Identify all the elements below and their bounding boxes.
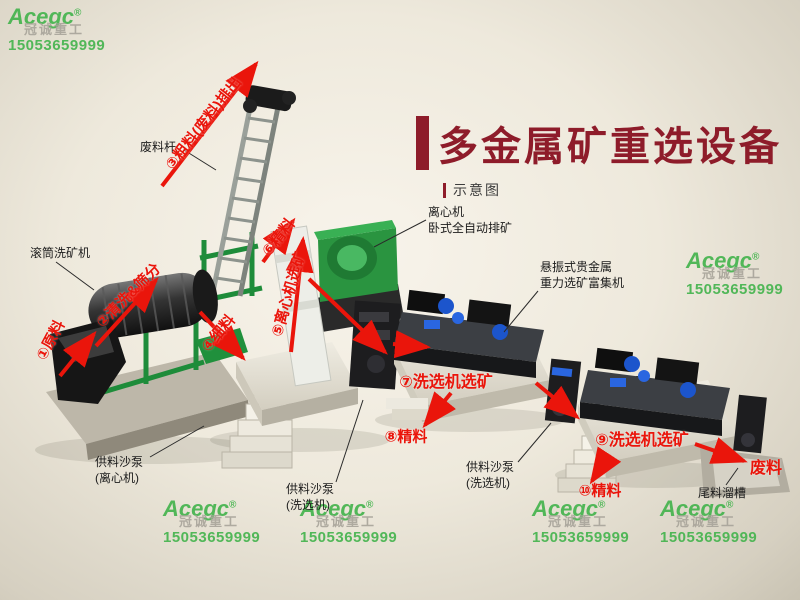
flow-label-10-concentrate: ⑩精料 (578, 482, 622, 500)
subtitle-accent-bar (443, 182, 446, 198)
arrow-coarse-discharge (160, 60, 259, 188)
label-pump-centrifuge-line1: 供料沙泵 (95, 455, 144, 469)
acegc-logo: Acegc® (532, 496, 606, 521)
phone-number: 15053659999 (660, 529, 758, 546)
label-centrifuge: 离心机 卧式全自动排矿 (428, 205, 512, 236)
arrow-raw-feed (58, 330, 97, 378)
phone-number: 15053659999 (300, 529, 398, 546)
company-name: 冠诚重工 (702, 266, 763, 281)
label-pump-washer2: 供料沙泵 (洗选机) (466, 460, 514, 491)
company-name: 冠诚重工 (179, 514, 240, 529)
subtitle-block: 示意图 (443, 180, 501, 200)
feed-elevator (195, 85, 296, 306)
company-name: 冠诚重工 (316, 514, 377, 529)
label-shaker-line1: 悬振式贵金属 (540, 260, 613, 274)
arrow-to-shaker2 (534, 381, 581, 420)
acegc-logo: Acegc® (300, 496, 374, 521)
flow-label-7-washer-beneficiation: ⑦洗选机选矿 (399, 374, 493, 391)
label-pump-washer1: 供料沙泵 (洗选机) (286, 482, 334, 513)
label-tailings-chute: 尾料溜槽 (698, 486, 747, 500)
arrow-fine-material (198, 310, 246, 361)
label-pump-washer2-line2: (洗选机) (466, 475, 510, 490)
acegc-logo: Acegc® (8, 4, 82, 29)
acegc-logo: Acegc® (686, 248, 760, 273)
arrow-waste-out (694, 437, 748, 464)
label-pump-centrifuge: 供料沙泵 (离心机) (95, 455, 143, 486)
arrow-to-shaker1 (392, 330, 431, 359)
label-shaker-concentrator: 悬振式贵金属 重力选矿富集机 (540, 260, 624, 291)
company-name: 冠诚重工 (676, 514, 737, 529)
phone-number: 15053659999 (532, 529, 630, 546)
phone-number: 15053659999 (686, 281, 784, 298)
arrow-centrifuge-up (285, 236, 314, 353)
label-pump-washer2-line1: 供料沙泵 (466, 460, 515, 474)
arrow-concentrate-6 (261, 217, 296, 264)
watermark-bottom-1: Acegc® 冠诚重工 15053659999 (163, 496, 261, 546)
page-title: 多金属矿重选设备 (438, 125, 782, 169)
label-pump-centrifuge-line2: (离心机) (95, 470, 139, 485)
label-pump-washer1-line1: 供料沙泵 (286, 482, 335, 496)
arrow-to-pump (307, 277, 388, 355)
label-pointer-lines (55, 149, 739, 486)
watermark-bottom-2: Acegc® 冠诚重工 15053659999 (300, 496, 398, 546)
phone-number: 15053659999 (8, 37, 106, 54)
title-block: 多金属矿重选设备 (416, 114, 782, 172)
label-shaker-line2: 重力选矿富集机 (540, 275, 625, 290)
label-centrifuge-line1: 离心机 (428, 205, 465, 219)
company-name: 冠诚重工 (548, 514, 609, 529)
watermark-bottom-4: Acegc® 冠诚重工 15053659999 (660, 496, 758, 546)
label-centrifuge-line2: 卧式全自动排矿 (428, 220, 513, 235)
flow-label-8-concentrate: ⑧精料 (384, 428, 428, 446)
acegc-logo: Acegc® (660, 496, 734, 521)
flow-label-waste-out: 废料 (749, 460, 783, 477)
company-name: 冠诚重工 (24, 22, 85, 37)
arrow-wash-screen (94, 277, 159, 348)
label-waste-rod: 废料杆 (140, 140, 177, 154)
title-accent-bar (416, 116, 429, 170)
shaker-table-2 (578, 347, 767, 478)
watermark-right: Acegc® 冠诚重工 15053659999 (686, 248, 784, 298)
label-trommel-washer: 滚筒洗矿机 (30, 246, 91, 260)
acegc-logo: Acegc® (163, 496, 237, 521)
flow-label-9-washer-beneficiation: ⑨洗选机选矿 (595, 432, 689, 449)
phone-number: 15053659999 (163, 529, 261, 546)
arrow-concentrate-10 (589, 446, 622, 485)
watermark-bottom-3: Acegc® 冠诚重工 15053659999 (532, 496, 630, 546)
watermark-top-left: Acegc® 冠诚重工 15053659999 (8, 4, 106, 54)
subtitle-text: 示意图 (453, 182, 501, 198)
label-pump-washer1-line2: (洗选机) (286, 497, 330, 512)
arrow-shaker1-out (422, 391, 457, 429)
